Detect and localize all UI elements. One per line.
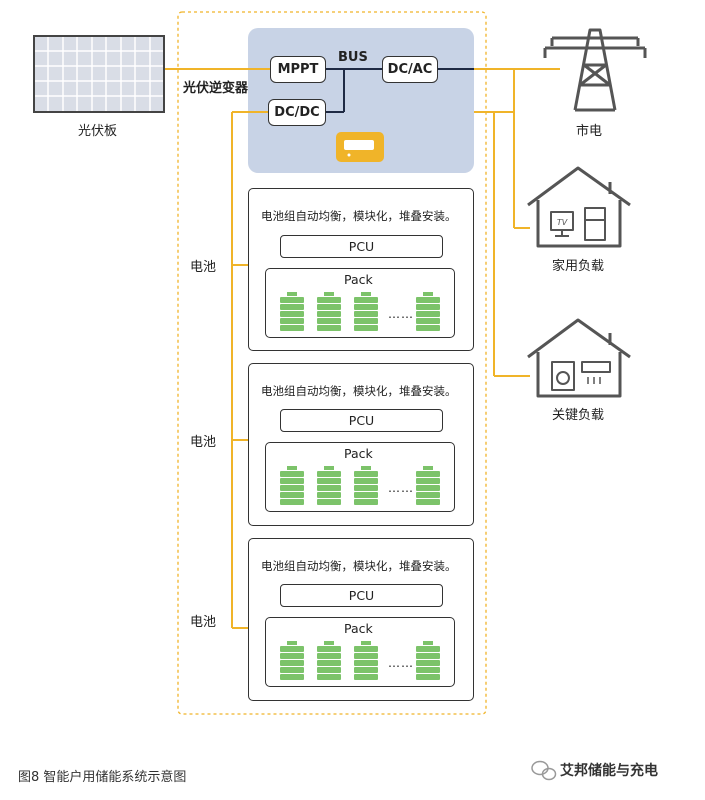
pcu-box: PCU bbox=[280, 584, 443, 607]
dcdc-box: DC/DC bbox=[268, 99, 326, 126]
critical-load-label: 关键负载 bbox=[552, 408, 605, 423]
home-load-label: 家用负载 bbox=[552, 259, 605, 274]
battery-cell-icon bbox=[279, 292, 305, 332]
battery-note: 电池组自动均衡，模块化，堆叠安装。 bbox=[261, 384, 457, 398]
battery-note: 电池组自动均衡，模块化，堆叠安装。 bbox=[261, 209, 457, 223]
pcu-box: PCU bbox=[280, 235, 443, 258]
battery-cell-icon bbox=[316, 292, 342, 332]
pcu-box: PCU bbox=[280, 409, 443, 432]
inverter-device-icon bbox=[336, 132, 384, 162]
grid-label: 市电 bbox=[576, 124, 603, 139]
wechat-icon bbox=[531, 760, 557, 781]
battery-cell-icon bbox=[316, 641, 342, 681]
mppt-box: MPPT bbox=[270, 56, 326, 83]
battery-cell-icon bbox=[353, 292, 379, 332]
battery-module: 电池组自动均衡，模块化，堆叠安装。 PCU Pack …… bbox=[248, 188, 474, 351]
pv-panel-label: 光伏板 bbox=[78, 124, 118, 139]
battery-label: 电池 bbox=[190, 615, 217, 630]
solar-panel-icon bbox=[33, 35, 165, 113]
battery-cell-icon bbox=[279, 466, 305, 506]
battery-module: 电池组自动均衡，模块化，堆叠安装。 PCU Pack …… bbox=[248, 538, 474, 701]
battery-cell-icon bbox=[415, 641, 441, 681]
power-wires bbox=[163, 68, 560, 629]
battery-module: 电池组自动均衡，模块化，堆叠安装。 PCU Pack …… bbox=[248, 363, 474, 526]
ellipsis: …… bbox=[388, 307, 414, 321]
system-boundary bbox=[177, 11, 487, 715]
ellipsis: …… bbox=[388, 481, 414, 495]
battery-cell-icon bbox=[353, 466, 379, 506]
battery-cell-icon bbox=[415, 466, 441, 506]
house-tv-fridge-icon bbox=[527, 166, 631, 248]
battery-label: 电池 bbox=[190, 435, 217, 450]
bus-lines bbox=[325, 68, 474, 113]
ellipsis: …… bbox=[388, 656, 414, 670]
bus-label: BUS bbox=[338, 50, 368, 65]
pack-box: Pack …… bbox=[265, 442, 455, 512]
tv-glyph: TV bbox=[557, 218, 568, 227]
battery-cell-icon bbox=[316, 466, 342, 506]
inverter-label: 光伏逆变器 bbox=[183, 81, 249, 96]
transmission-tower-icon bbox=[543, 28, 647, 112]
battery-note: 电池组自动均衡，模块化，堆叠安装。 bbox=[261, 559, 457, 573]
pack-label: Pack bbox=[344, 272, 373, 287]
pack-box: Pack …… bbox=[265, 617, 455, 687]
battery-cell-icon bbox=[279, 641, 305, 681]
figure-caption: 图8 智能户用储能系统示意图 bbox=[18, 770, 187, 785]
battery-label: 电池 bbox=[190, 260, 217, 275]
pack-label: Pack bbox=[344, 621, 373, 636]
watermark-text: 艾邦储能与充电 bbox=[560, 763, 658, 779]
pack-box: Pack …… bbox=[265, 268, 455, 338]
dcac-box: DC/AC bbox=[382, 56, 438, 83]
pack-label: Pack bbox=[344, 446, 373, 461]
house-washer-ac-icon bbox=[527, 318, 631, 398]
battery-cell-icon bbox=[353, 641, 379, 681]
battery-cell-icon bbox=[415, 292, 441, 332]
